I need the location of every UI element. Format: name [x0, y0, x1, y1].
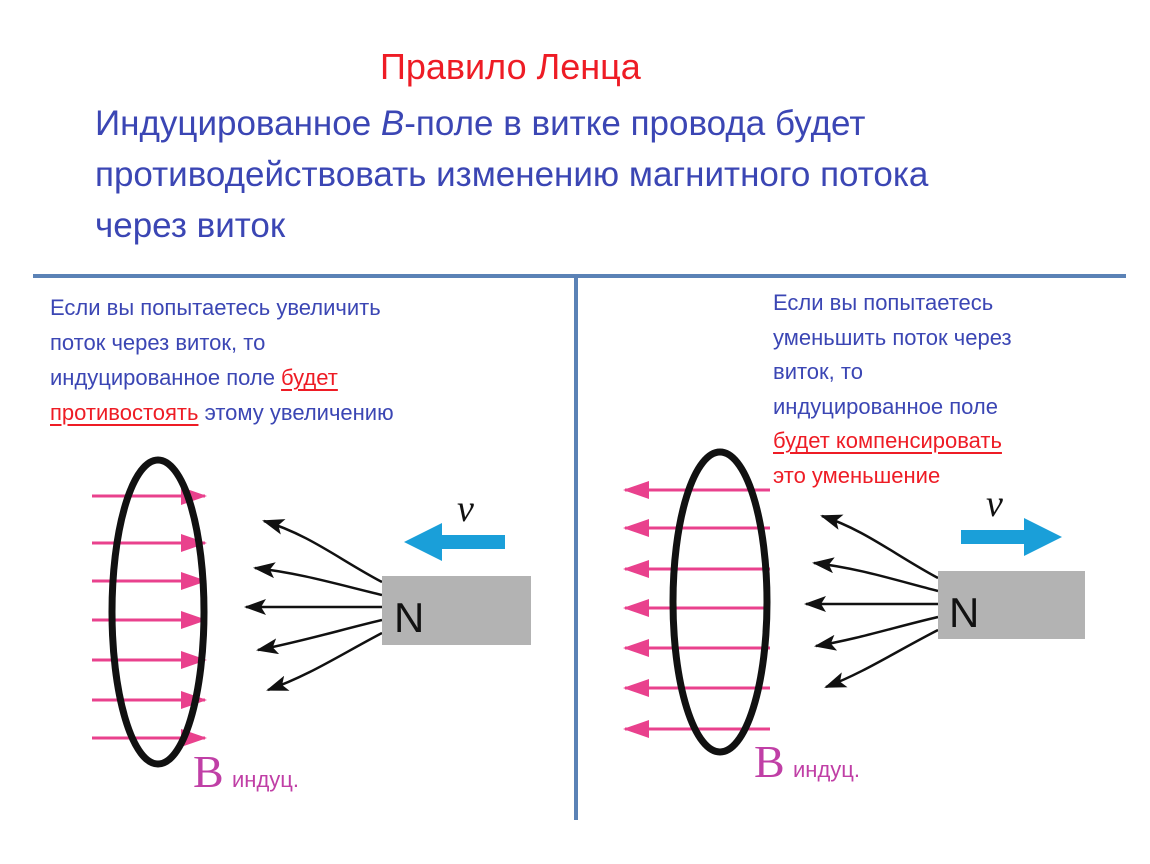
statement-line-3: через виток [95, 206, 286, 245]
svg-text:индуц.: индуц. [232, 767, 299, 792]
field-line [824, 628, 939, 689]
left-panel-caption: Если вы попытаетесь увеличить поток чере… [50, 295, 394, 425]
field-line [814, 615, 939, 651]
field-line [253, 562, 383, 597]
horizontal-divider [33, 274, 1126, 278]
left-magnet [382, 576, 531, 645]
statement-line-2: противодействовать изменению магнитного … [95, 155, 929, 194]
field-line [266, 631, 383, 692]
right-b-induced-label: B индуц. [754, 736, 860, 787]
left-b-induced-label: B индуц. [193, 746, 299, 797]
left-velocity-label: v [457, 488, 474, 530]
svg-text:B: B [754, 736, 785, 787]
left-magnet-label: N [394, 594, 424, 641]
svg-text:B: B [193, 746, 224, 797]
left-velocity-arrow [404, 523, 505, 561]
right-wire-loop [669, 448, 771, 756]
right-magnet-label: N [949, 589, 979, 636]
right-magnet-field-lines [804, 514, 939, 689]
left-wire-loop [108, 456, 208, 768]
right-velocity-label: v [986, 483, 1003, 525]
right-magnet [938, 571, 1085, 639]
field-line [256, 618, 383, 655]
statement-line-1: Индуцированное B-поле в витке провода бу… [95, 104, 866, 143]
right-velocity-arrow [961, 518, 1062, 556]
right-induced-field [623, 481, 770, 738]
page-title: Правило Ленца [380, 46, 641, 87]
field-line [262, 519, 383, 584]
right-panel-caption: Если вы попытаетесь уменьшить поток чере… [773, 290, 1012, 488]
rule-statement: Индуцированное B-поле в витке провода бу… [95, 98, 1095, 251]
left-magnet-field-lines [244, 519, 383, 692]
field-line [820, 514, 939, 580]
svg-text:индуц.: индуц. [793, 757, 860, 782]
vertical-divider [574, 276, 578, 820]
field-line [812, 557, 939, 593]
